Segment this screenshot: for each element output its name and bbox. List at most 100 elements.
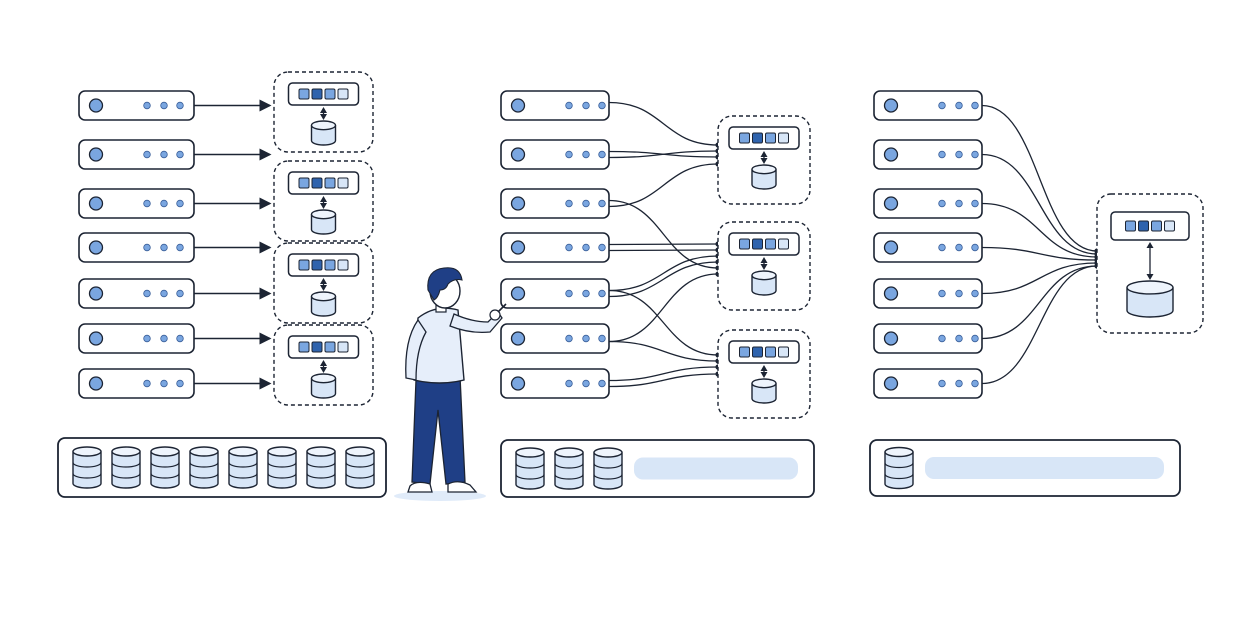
server-status-dot	[143, 379, 151, 388]
queue-slot	[324, 177, 336, 189]
server-status-dot	[143, 101, 151, 110]
database-ring	[554, 463, 584, 469]
queue-icon	[287, 335, 360, 359]
queue-icon	[728, 232, 800, 256]
arrow-up-icon	[320, 196, 327, 202]
server-icon	[873, 90, 983, 121]
queue-slot	[324, 88, 336, 100]
database-ring	[228, 462, 258, 468]
database-ring	[111, 473, 141, 479]
server-power-light	[510, 147, 526, 162]
server-status-dot	[565, 289, 573, 298]
server-icon	[78, 278, 195, 309]
database-body	[150, 451, 180, 489]
database-icon	[267, 446, 297, 489]
connection-line	[981, 104, 1098, 252]
database-ring	[345, 462, 375, 468]
server-power-light	[883, 286, 899, 301]
database-icon	[345, 446, 375, 489]
connection-line	[981, 153, 1098, 255]
database-body	[345, 451, 375, 489]
server-status-dot	[160, 101, 168, 110]
server-status-dot	[598, 379, 606, 388]
server-status-dot	[598, 150, 606, 159]
queue-slot	[311, 341, 323, 353]
server-power-light	[510, 98, 526, 113]
server-status-dot	[143, 243, 151, 252]
database-ring	[150, 473, 180, 479]
connection-line	[608, 289, 719, 356]
server-status-dot	[143, 289, 151, 298]
queue-icon	[1110, 211, 1190, 241]
server-status-dot	[565, 334, 573, 343]
server-body	[500, 323, 610, 354]
server-icon	[500, 139, 610, 170]
server-status-dot	[955, 289, 963, 298]
arrow-up-icon	[1146, 242, 1154, 248]
server-status-dot	[598, 289, 606, 298]
server-body	[500, 278, 610, 309]
server-body	[500, 139, 610, 170]
server-power-light	[88, 376, 104, 391]
cache-group	[273, 242, 374, 324]
server-status-dot	[143, 334, 151, 343]
database-icon	[306, 446, 336, 489]
connection-line	[608, 373, 719, 388]
arrow-down-icon	[320, 203, 327, 209]
server-status-dot	[143, 150, 151, 159]
connection-line	[608, 150, 719, 158]
queue-slot	[1138, 220, 1149, 232]
server-icon	[500, 368, 610, 399]
server-status-dot	[565, 243, 573, 252]
server-status-dot	[582, 334, 590, 343]
arrow-up-icon	[320, 360, 327, 366]
arrow-up-icon	[760, 365, 768, 371]
server-power-light	[883, 196, 899, 211]
server-power-light	[88, 98, 104, 113]
server-icon	[873, 368, 983, 399]
connection-line	[981, 202, 1098, 258]
server-icon	[78, 139, 195, 170]
database-body	[593, 452, 623, 490]
database-body	[228, 451, 258, 489]
database-icon	[72, 446, 102, 489]
server-status-dot	[971, 199, 979, 208]
queue-slot	[752, 346, 763, 358]
arrow-up-icon	[760, 151, 768, 157]
server-body	[78, 368, 195, 399]
database-top	[751, 378, 777, 389]
queue-slot	[765, 132, 776, 144]
queue-frame	[1110, 211, 1190, 241]
database-ring	[306, 473, 336, 479]
cache-group	[1096, 193, 1204, 334]
person-arm-pointing	[449, 310, 503, 334]
database-icon	[310, 373, 337, 399]
database-top	[884, 446, 914, 458]
connection-line	[608, 261, 719, 298]
queue-icon	[728, 126, 800, 150]
arrow-down-icon	[760, 264, 768, 270]
server-power-light	[510, 196, 526, 211]
server-body	[78, 188, 195, 219]
queue-slot	[752, 132, 763, 144]
queue-icon	[287, 82, 360, 106]
connection-line	[608, 255, 719, 292]
server-icon	[500, 232, 610, 263]
server-status-dot	[938, 199, 946, 208]
database-body	[306, 451, 336, 489]
server-power-light	[88, 331, 104, 346]
database-ring	[267, 462, 297, 468]
server-status-dot	[971, 150, 979, 159]
server-status-dot	[955, 379, 963, 388]
server-status-dot	[938, 101, 946, 110]
server-status-dot	[938, 379, 946, 388]
server-body	[873, 232, 983, 263]
queue-slot	[337, 259, 349, 271]
database-body	[310, 296, 337, 317]
queue-slot	[739, 132, 750, 144]
queue-slot	[298, 177, 310, 189]
connection-line	[608, 366, 719, 382]
database-body	[751, 383, 777, 404]
server-status-dot	[598, 243, 606, 252]
